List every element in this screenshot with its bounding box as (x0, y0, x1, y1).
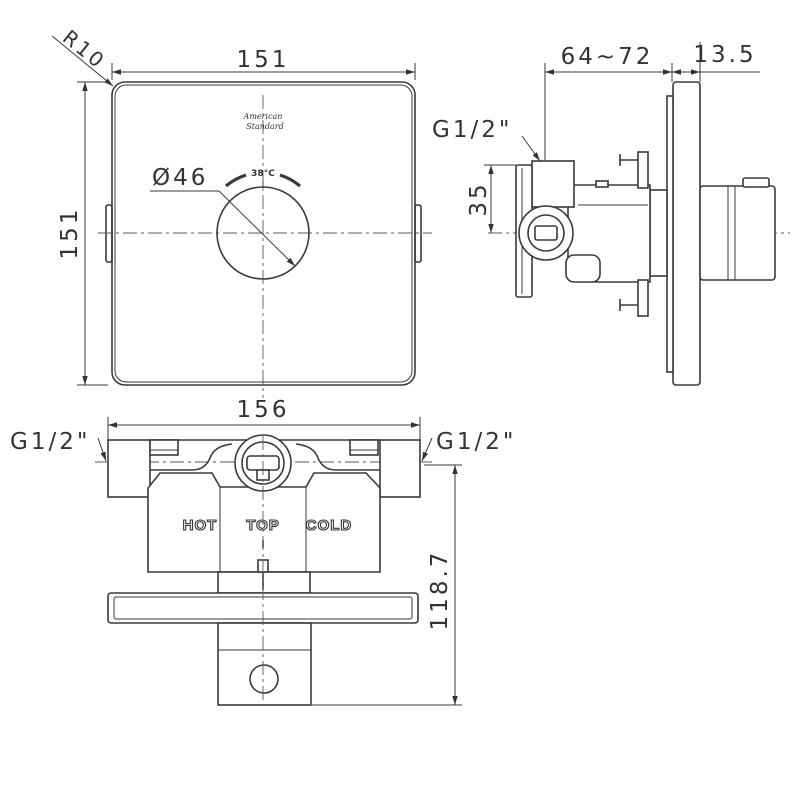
corner-radius-leader (51, 35, 114, 87)
left-inlet-thread-label: G1/2" (10, 429, 90, 455)
bracket-left-flange (107, 439, 151, 498)
wall-plate-gasket (666, 95, 674, 373)
knob-side (699, 185, 776, 281)
upper-inlet-port-side (531, 160, 575, 208)
mounting-bolt-top (637, 151, 649, 189)
corner-radius-label: R10 (58, 25, 111, 74)
right-side-tab (414, 204, 422, 263)
lower-boss-side (565, 254, 601, 283)
brand-logo-line1: American (243, 112, 283, 121)
side-view: 64~72 13.5 G1/2" 35 (432, 42, 790, 386)
knob-bottom (217, 622, 312, 706)
bracket-right-web (295, 443, 380, 471)
bottom-view: 156 HOT TOP COLD (10, 397, 516, 706)
right-inlet-thread-label: G1/2" (436, 429, 516, 455)
front-width-label: 151 (237, 47, 290, 73)
front-height-label: 151 (57, 207, 83, 260)
knob-bottom-button (249, 664, 279, 694)
valve-body-slot (595, 180, 609, 188)
valve-stem-bottom (217, 571, 311, 594)
side-inlet-thread-label: G1/2" (432, 117, 512, 143)
bracket-boss-left (149, 439, 179, 456)
depth-label: 64~72 (561, 44, 654, 70)
inlet-end-outer (518, 205, 574, 261)
brand-logo-line2: Standard (246, 122, 283, 131)
wall-plate-side (672, 81, 701, 386)
right-inlet-leader (421, 437, 433, 462)
knob-indicator-nub (742, 177, 770, 188)
inlet-end-inner (527, 214, 565, 252)
mounting-bolt-bottom (637, 279, 649, 317)
valve-body-bottom (147, 472, 381, 573)
dial-temperature-label: 38°C (251, 169, 275, 179)
temperature-scale-arc-left (224, 173, 247, 188)
bracket-left-web (150, 443, 233, 471)
top-label: TOP (246, 517, 280, 534)
knob-diameter-label: Ø46 (152, 165, 208, 191)
valve-stem-side (649, 189, 668, 277)
left-inlet-leader (97, 437, 107, 462)
cover-plate-inner-edge (114, 84, 413, 383)
left-side-tab (105, 204, 113, 263)
bracket-right-flange (379, 439, 421, 498)
hot-label: HOT (183, 517, 218, 534)
cold-label: COLD (306, 517, 353, 534)
temperature-scale-arc-right (279, 173, 302, 188)
inlet-offset-label: 35 (466, 181, 492, 216)
side-inlet-leader (521, 135, 541, 162)
bracket-boss-right (349, 439, 379, 456)
knob-diameter-leader (150, 190, 296, 267)
plate-thickness-label: 13.5 (693, 42, 756, 68)
bottom-width-label: 156 (237, 397, 290, 423)
inlet-end-slot (534, 225, 558, 241)
brand-logo: American Standard (243, 112, 284, 131)
front-view: 38°C American Standard 151 R10 151 Ø46 (51, 25, 432, 398)
bottom-height-label: 118.7 (427, 550, 453, 631)
